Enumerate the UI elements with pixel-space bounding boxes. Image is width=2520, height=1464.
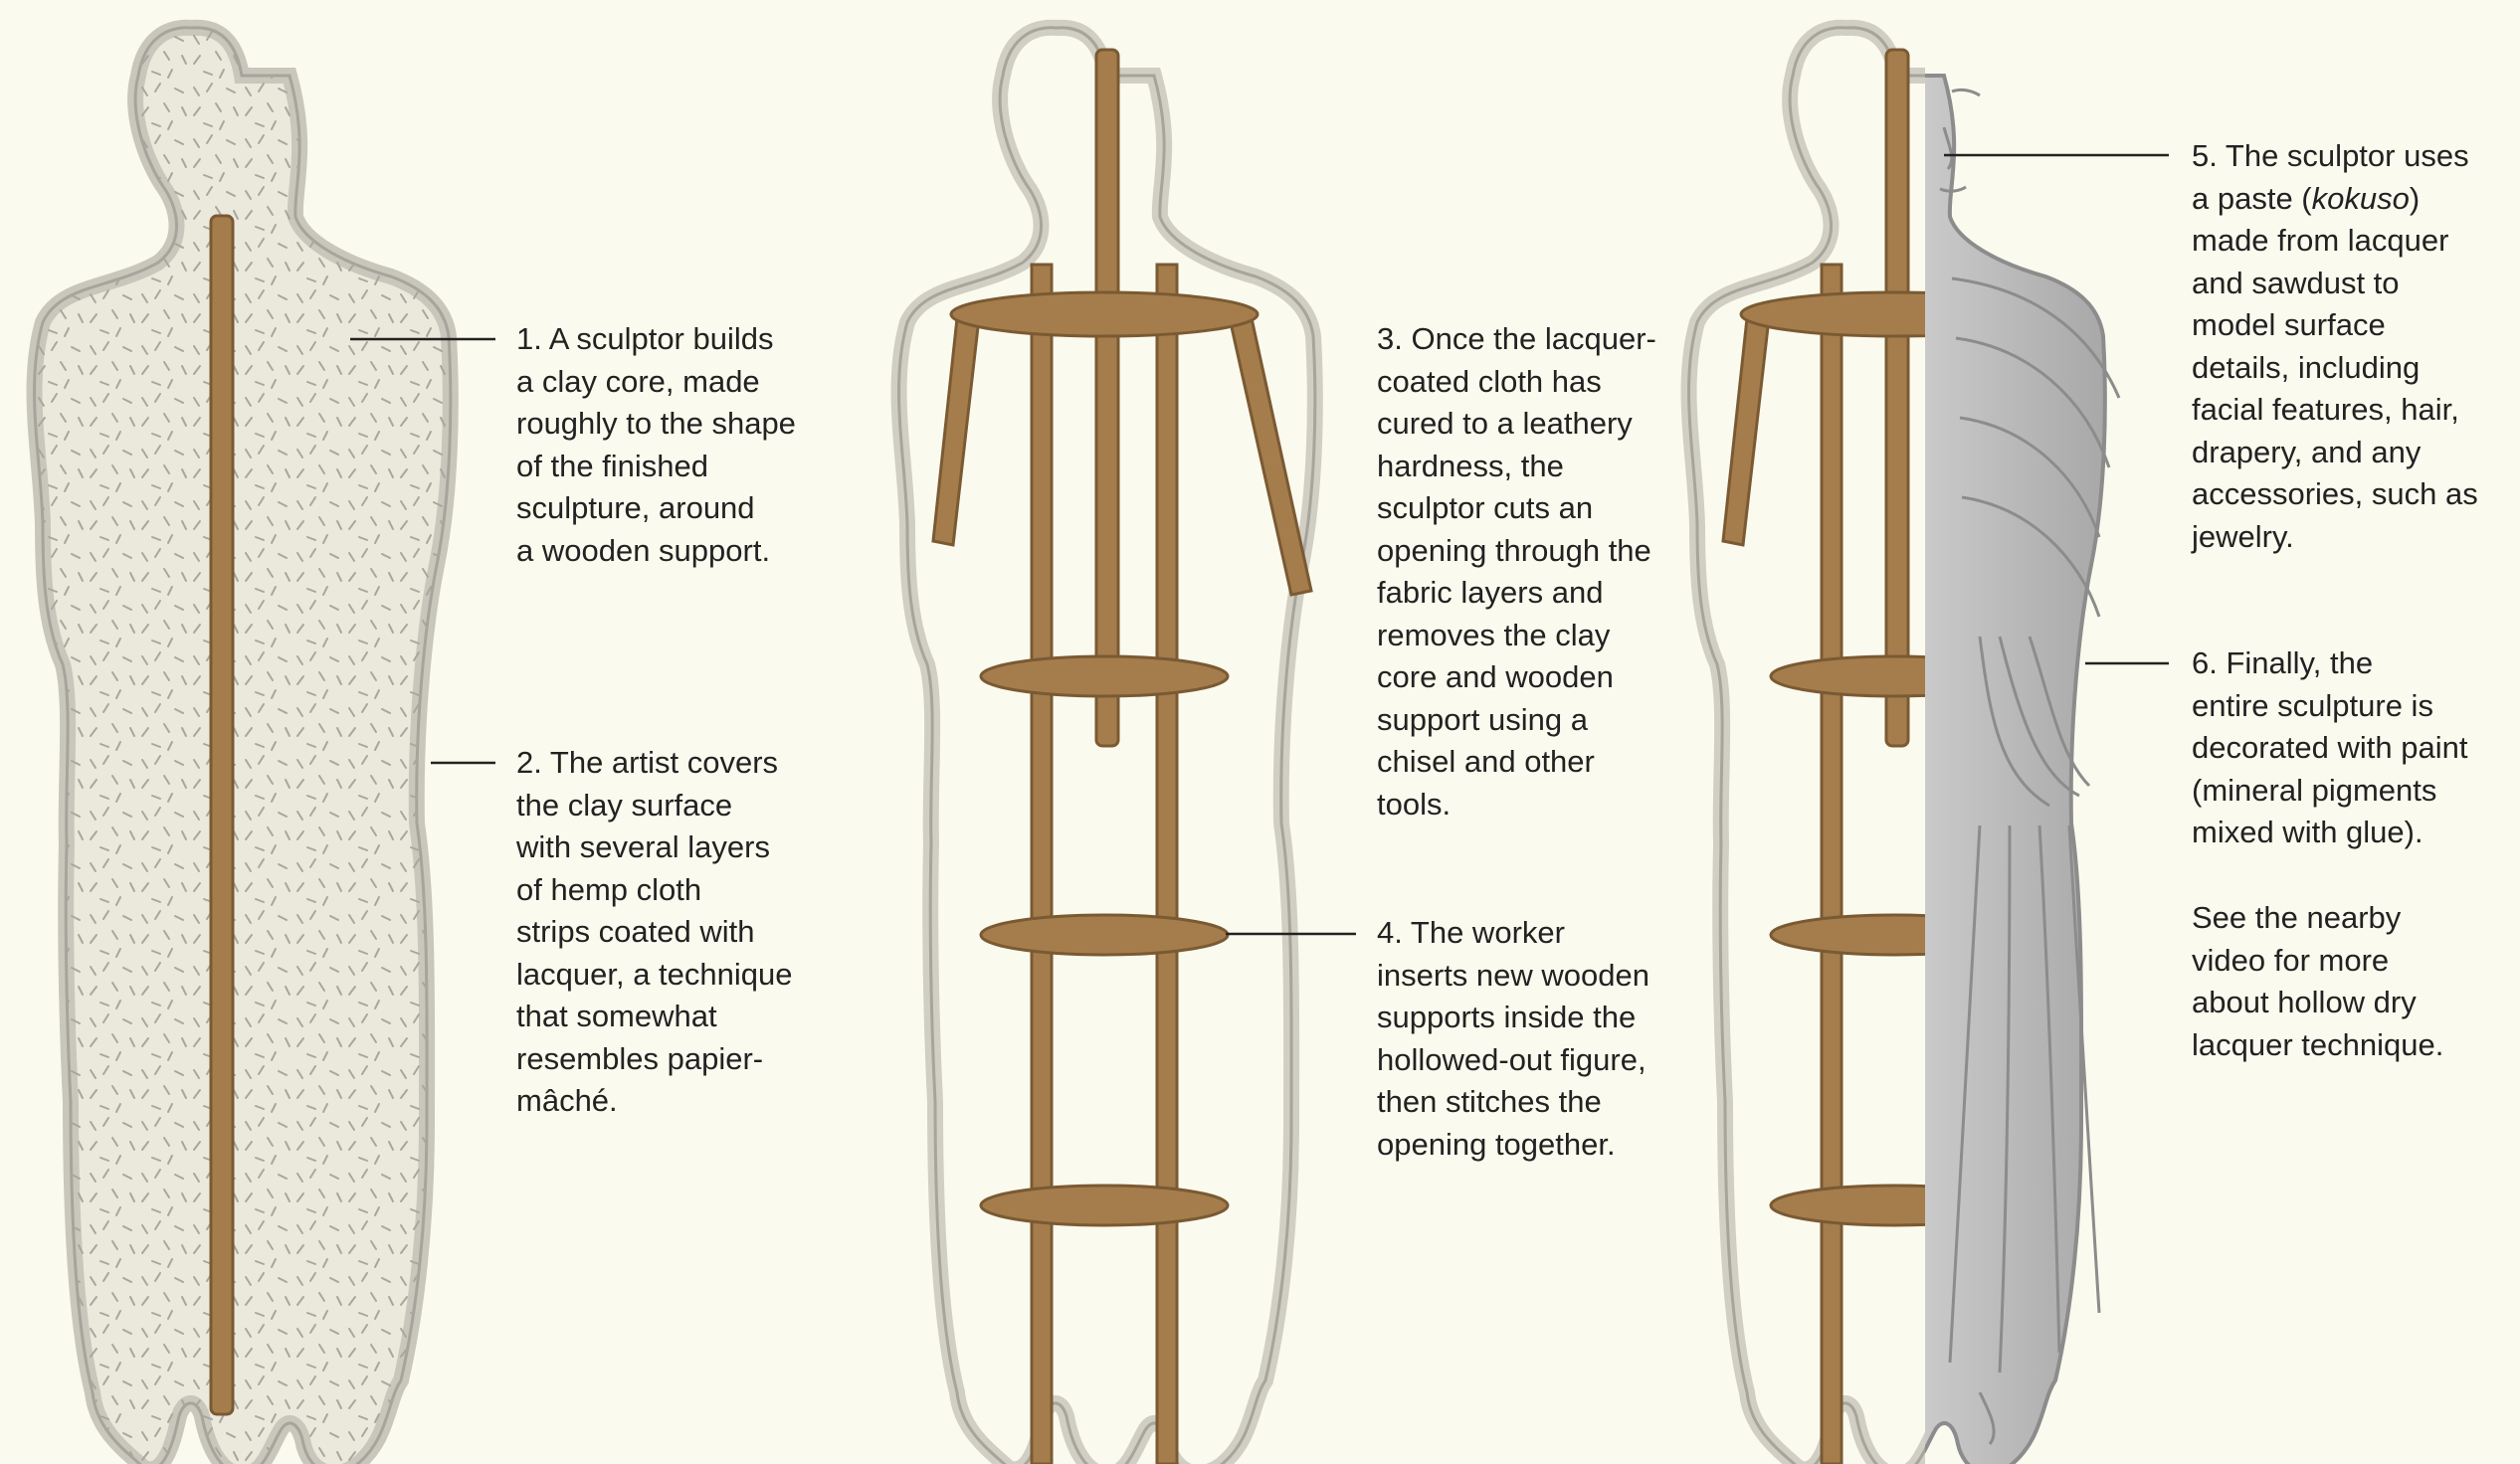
step-5-caption: 5. The sculptor uses a paste (kokuso) ma…: [2192, 135, 2478, 558]
figure-finished-statue: [1689, 28, 2119, 1464]
kokuso-term: kokuso: [2312, 181, 2410, 216]
figure-hollow-supports: [899, 28, 1315, 1464]
figure-clay-core: [35, 28, 451, 1464]
wooden-rod: [211, 216, 233, 1414]
